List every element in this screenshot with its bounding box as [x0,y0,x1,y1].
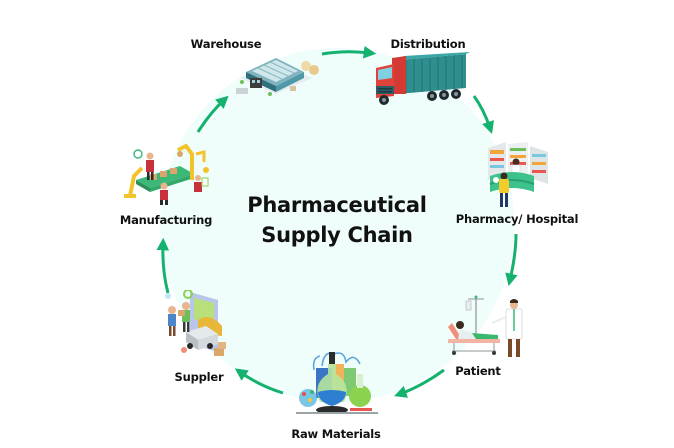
diagram-title: Pharmaceutical Supply Chain [247,190,427,250]
lab-flasks-icon [296,352,378,414]
stage-label-warehouse: Warehouse [190,37,262,51]
stage-label-manufacturing: Manufacturing [119,213,213,227]
arrow-raw-materials-to-supplier [234,368,284,395]
warehouse-icon [236,58,319,96]
patient-bed-doctor-icon [448,295,523,357]
title-line-2: Supply Chain [261,223,413,247]
truck-icon [376,52,470,105]
arrow-warehouse-to-distribution [321,45,377,59]
assembly-line-icon [124,143,209,205]
stage-label-patient: Patient [455,364,501,378]
arrow-supplier-to-manufacturing [156,237,170,294]
supplier-delivery-icon [165,290,226,356]
stage-label-distribution: Distribution [390,37,466,51]
arrow-patient-to-raw-materials [394,368,445,398]
stage-label-raw-materials: Raw Materials [291,427,381,441]
arrow-pharmacy-to-patient [505,233,518,287]
title-line-1: Pharmaceutical [247,193,427,217]
stage-label-supplier: Suppler [174,370,224,384]
arrow-manufacturing-to-warehouse [196,95,229,133]
arrow-distribution-to-pharmacy [472,95,494,134]
pharmacy-counter-icon [488,142,548,207]
stage-label-pharmacy-hospital: Pharmacy/ Hospital [455,212,579,226]
